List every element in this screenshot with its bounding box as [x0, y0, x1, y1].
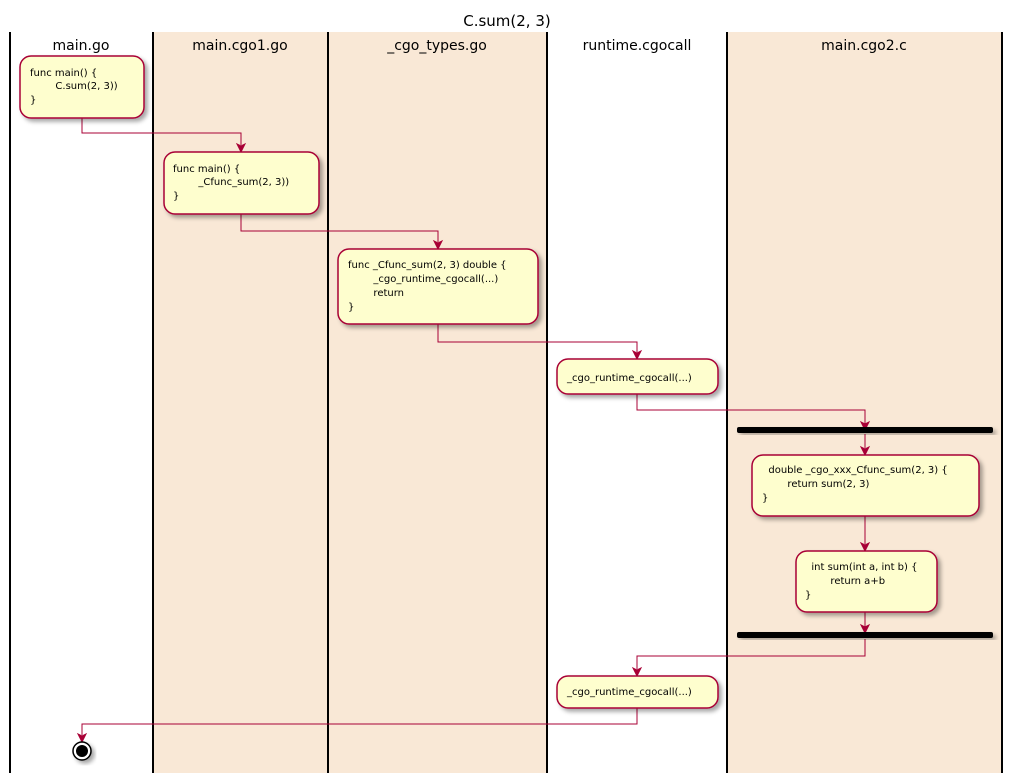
node-line: } [173, 191, 179, 202]
activity-node-main-cgo1: func main() { _Cfunc_sum(2, 3)) } [163, 151, 320, 215]
activity-node-text: _cgo_runtime_cgocall(...) [566, 687, 692, 698]
connectors [81, 118, 866, 735]
activity-node-box [556, 358, 719, 395]
join-bar [737, 632, 993, 638]
activity-node-runtime-cgocall: _cgo_runtime_cgocall(...) [556, 358, 719, 395]
node-line: } [762, 493, 768, 504]
node-line: func _Cfunc_sum(2, 3) double { [348, 260, 507, 271]
arrowhead [235, 142, 247, 154]
node-line: double _cgo_xxx_Cfunc_sum(2, 3) { [762, 465, 948, 476]
node-line: func main() { [173, 164, 240, 175]
edge-join-n7 [636, 639, 866, 669]
node-line: return a+b [805, 576, 885, 587]
activity-node-text: double _cgo_xxx_Cfunc_sum(2, 3) { return… [762, 465, 970, 504]
node-line: } [30, 95, 36, 106]
node-line: _Cfunc_sum(2, 3)) [173, 177, 289, 188]
edge-n3-n4 [437, 324, 638, 352]
activity-node-cgo-xxx-cfunc-sum: double _cgo_xxx_Cfunc_sum(2, 3) { return… [751, 454, 980, 517]
activity-node-box [337, 248, 539, 325]
arrowhead [859, 445, 871, 457]
node-line: } [348, 302, 354, 313]
stop-node-inner [76, 745, 88, 757]
activity-node-text: func main() { _Cfunc_sum(2, 3)) } [173, 164, 311, 202]
node-line: } [805, 590, 811, 601]
activity-node-main-go: func main() { C.sum(2, 3)) } [19, 55, 145, 119]
arrowheads [76, 142, 871, 744]
activity-node-text: func main() { C.sum(2, 3)) } [30, 68, 140, 106]
lane-title-cgo2c: main.cgo2.c [821, 38, 907, 54]
lane-cgo2c-background [727, 32, 1002, 773]
node-line: int sum(int a, int b) { [805, 562, 917, 573]
lane-maingo-background [10, 32, 153, 773]
stop-node [72, 741, 92, 761]
node-line: return sum(2, 3) [762, 479, 869, 490]
activity-node-box [795, 550, 938, 613]
lane-types-background [328, 32, 547, 773]
arrowhead [76, 732, 88, 744]
activity-node-runtime-cgocall-return: _cgo_runtime_cgocall(...) [556, 675, 719, 709]
activity-node-box [19, 55, 145, 119]
activity-node-box [556, 675, 719, 709]
edge-n2-n3 [240, 214, 439, 242]
node-line: C.sum(2, 3)) [30, 81, 118, 92]
node-line: return [348, 288, 404, 299]
lane-separators [9, 32, 1003, 773]
arrowhead [631, 666, 643, 678]
lane-title-runtime: runtime.cgocall [583, 38, 692, 54]
diagram-title: C.sum(2, 3) [463, 12, 551, 30]
activity-node-text: _cgo_runtime_cgocall(...) [566, 373, 692, 384]
activity-node-int-sum: int sum(int a, int b) { return a+b } [795, 550, 940, 613]
activity-node-box [163, 151, 320, 215]
edge-n1-n2 [81, 118, 242, 145]
arrowhead [859, 623, 871, 635]
lane-title-maingo: main.go [53, 38, 110, 54]
arrowhead [631, 349, 643, 361]
activity-node-cgo-types: func _Cfunc_sum(2, 3) double { _cgo_runt… [337, 248, 539, 325]
edge-n4-fork [636, 394, 866, 424]
edge-n7-stop [81, 708, 638, 735]
fork-bar [737, 427, 993, 433]
activity-node-text: int sum(int a, int b) { return a+b } [805, 562, 940, 601]
activity-node-text: func _Cfunc_sum(2, 3) double { _cgo_runt… [348, 260, 529, 313]
node-line: _cgo_runtime_cgocall(...) [348, 274, 498, 285]
arrowhead [859, 541, 871, 553]
activity-node-box [751, 454, 980, 517]
node-line: func main() { [30, 68, 97, 79]
lane-title-cgo1: main.cgo1.go [192, 38, 287, 54]
lane-title-types: _cgo_types.go [386, 38, 487, 54]
arrowhead [432, 239, 444, 251]
